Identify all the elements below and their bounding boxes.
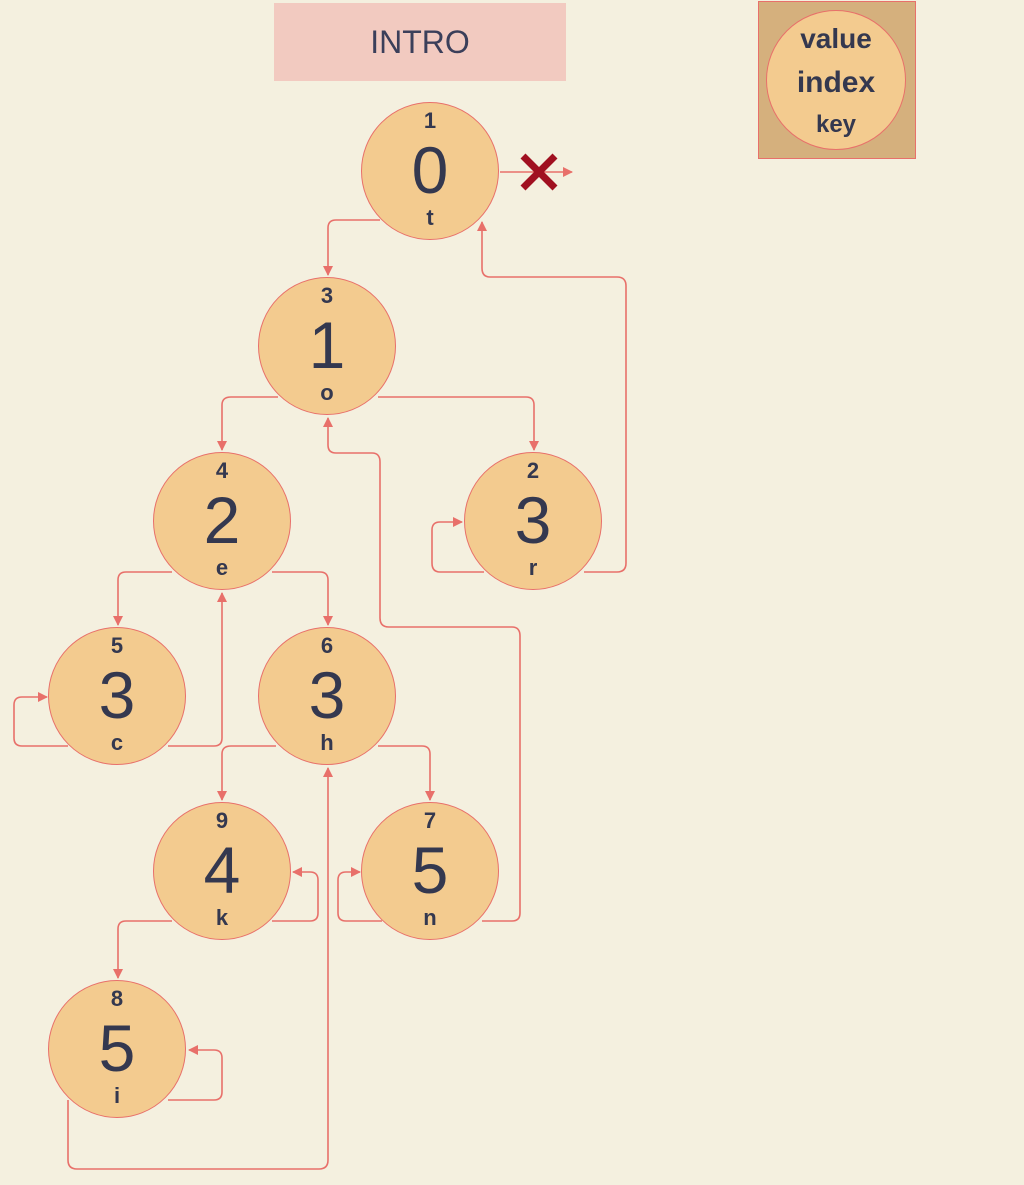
node-key: h xyxy=(320,730,334,755)
node-value: 3 xyxy=(514,483,552,557)
legend-value-label: value xyxy=(800,23,872,54)
edge-o-e xyxy=(217,396,278,451)
edge-n-o xyxy=(323,417,521,922)
node-n: 7 5 n xyxy=(361,802,499,940)
node-index: 1 xyxy=(423,108,437,133)
edge-n-self xyxy=(337,867,382,922)
legend-node: value index key xyxy=(766,10,906,150)
node-index: 4 xyxy=(215,458,229,483)
legend-index-label: index xyxy=(796,66,876,99)
edge-r-t xyxy=(477,221,627,573)
node-key: o xyxy=(320,380,334,405)
node-value: 3 xyxy=(308,658,346,732)
edge-k-self xyxy=(272,867,319,922)
page-title: INTRO xyxy=(274,3,566,81)
node-c: 5 3 c xyxy=(48,627,186,765)
node-value: 3 xyxy=(98,658,136,732)
node-value: 1 xyxy=(308,308,346,382)
node-value: 4 xyxy=(203,833,241,907)
node-key: i xyxy=(113,1083,121,1108)
node-r: 2 3 r xyxy=(464,452,602,590)
node-index: 9 xyxy=(215,808,229,833)
node-key: k xyxy=(215,905,229,930)
node-value: 5 xyxy=(98,1011,136,1085)
node-o: 3 1 o xyxy=(258,277,396,415)
edge-e-h xyxy=(272,571,333,626)
cross-icon xyxy=(520,153,558,191)
edge-k-i xyxy=(113,920,172,979)
node-i: 8 5 i xyxy=(48,980,186,1118)
node-key: n xyxy=(423,905,437,930)
edge-h-n xyxy=(378,745,435,801)
node-t: 1 0 t xyxy=(361,102,499,240)
node-k: 9 4 k xyxy=(153,802,291,940)
node-index: 8 xyxy=(110,986,124,1011)
node-index: 3 xyxy=(320,283,334,308)
node-key: e xyxy=(215,555,229,580)
edge-c-e xyxy=(168,592,227,747)
node-value: 0 xyxy=(411,133,449,207)
node-h: 6 3 h xyxy=(258,627,396,765)
edge-o-r xyxy=(378,396,539,451)
node-key: r xyxy=(528,555,538,580)
edge-i-h xyxy=(67,767,333,1170)
edge-h-k xyxy=(217,745,276,801)
edge-e-c xyxy=(113,571,172,626)
edge-t-o xyxy=(323,219,380,276)
node-key: t xyxy=(426,205,434,230)
node-index: 2 xyxy=(526,458,540,483)
node-value: 5 xyxy=(411,833,449,907)
node-index: 5 xyxy=(110,633,124,658)
node-e: 4 2 e xyxy=(153,452,291,590)
edge-i-self xyxy=(168,1045,223,1101)
node-index: 6 xyxy=(320,633,334,658)
edge-c-self xyxy=(13,692,68,747)
legend-key-label: key xyxy=(815,111,857,138)
legend: value index key xyxy=(758,1,916,159)
node-key: c xyxy=(110,730,124,755)
node-value: 2 xyxy=(203,483,241,557)
edge-r-self xyxy=(431,517,484,573)
node-index: 7 xyxy=(423,808,437,833)
